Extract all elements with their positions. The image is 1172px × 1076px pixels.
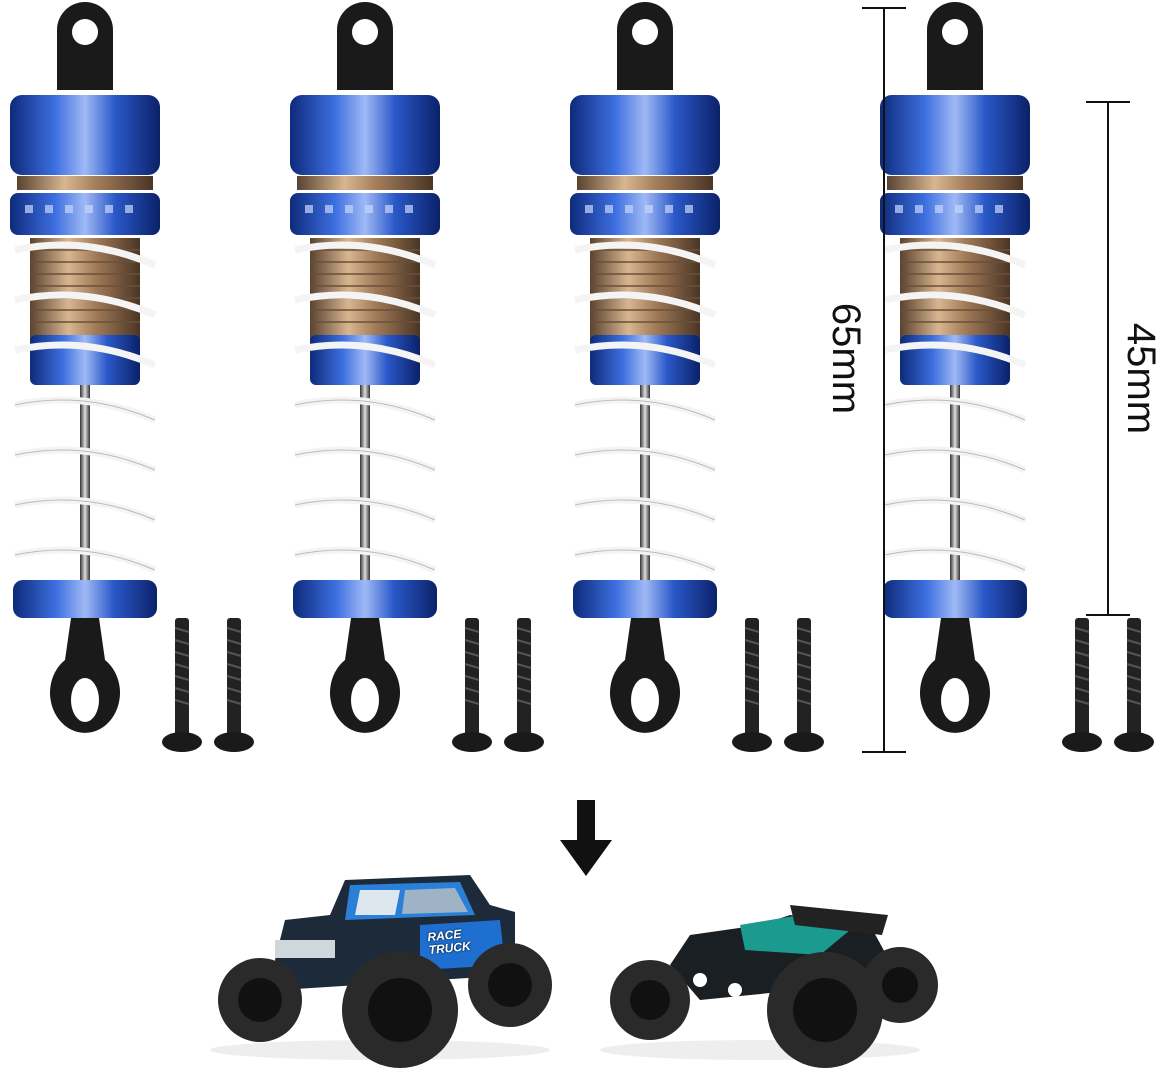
screw bbox=[214, 618, 254, 752]
shock-absorber bbox=[290, 2, 440, 733]
monster-truck-image bbox=[210, 875, 552, 1068]
dimension-line-45mm bbox=[1086, 101, 1130, 616]
screw bbox=[452, 618, 492, 752]
arrow-down-icon bbox=[560, 800, 612, 876]
screw bbox=[784, 618, 824, 752]
screw bbox=[162, 618, 202, 752]
shock-absorber bbox=[570, 2, 720, 733]
screw bbox=[504, 618, 544, 752]
screw bbox=[732, 618, 772, 752]
shock-absorber bbox=[880, 2, 1030, 733]
screw bbox=[1114, 618, 1154, 752]
buggy-truck-image bbox=[600, 905, 938, 1068]
shock-absorber bbox=[10, 2, 160, 733]
spring-length-label: 45mm bbox=[1119, 322, 1164, 435]
dimension-line-65mm bbox=[862, 7, 906, 753]
screw bbox=[1062, 618, 1102, 752]
overall-length-label: 65mm bbox=[824, 302, 869, 415]
